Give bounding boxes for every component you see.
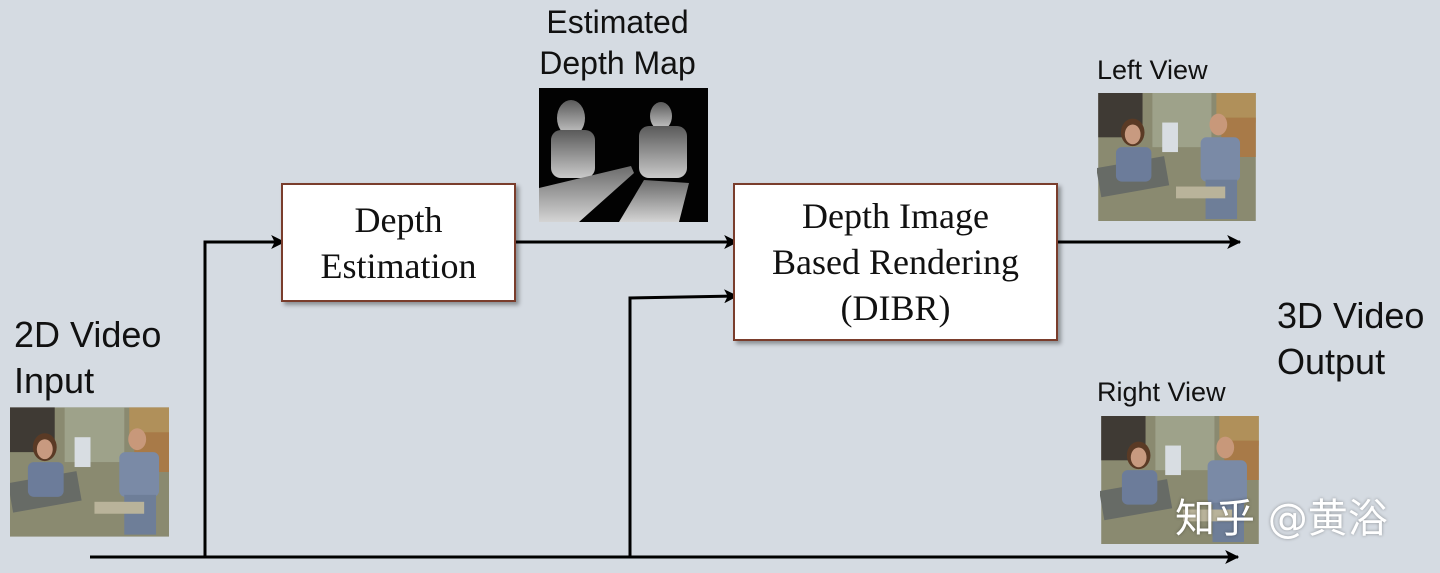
input-label-line1: 2D Video: [14, 312, 161, 358]
depth-estimation-box: Depth Estimation: [281, 183, 516, 302]
output-label: 3D Video Output: [1277, 293, 1424, 385]
depth-estimation-line2: Estimation: [321, 243, 477, 289]
left-view-frame: [1097, 93, 1257, 221]
watermark: 知乎 @黄浴: [1175, 486, 1388, 544]
input-label-line2: Input: [14, 358, 161, 404]
depth-map-label: Estimated Depth Map: [520, 2, 715, 84]
depth-map-label-line2: Depth Map: [520, 43, 715, 84]
input-label: 2D Video Input: [14, 312, 161, 404]
branch-to-depth-estimation: [205, 242, 284, 557]
branch-to-dibr: [630, 296, 737, 557]
depth-map-image: [539, 88, 708, 222]
input-video-frame: [10, 407, 169, 537]
dibr-line3: (DIBR): [841, 285, 951, 331]
left-view-label: Left View: [1097, 55, 1208, 86]
dibr-line2: Based Rendering: [772, 239, 1019, 285]
output-label-line2: Output: [1277, 339, 1424, 385]
output-label-line1: 3D Video: [1277, 293, 1424, 339]
dibr-line1: Depth Image: [802, 193, 989, 239]
dibr-box: Depth Image Based Rendering (DIBR): [733, 183, 1058, 341]
depth-map-label-line1: Estimated: [520, 2, 715, 43]
depth-estimation-line1: Depth: [355, 197, 443, 243]
right-view-label: Right View: [1097, 377, 1226, 408]
